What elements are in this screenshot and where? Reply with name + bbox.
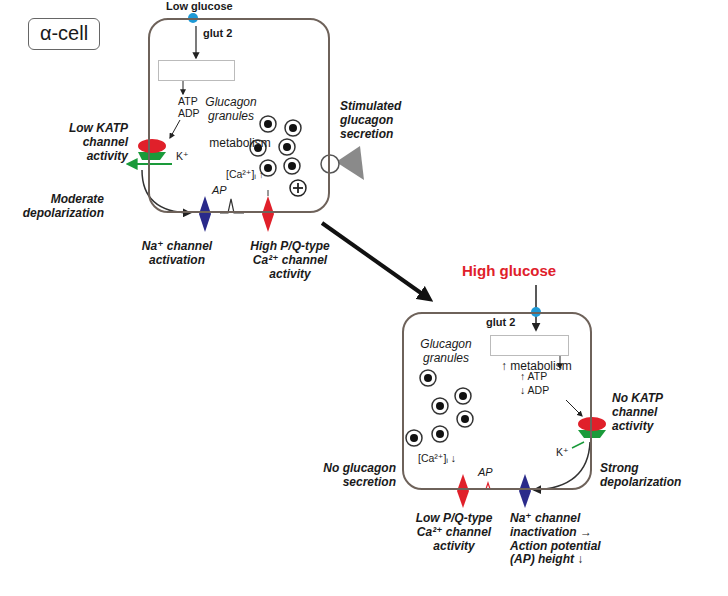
granules-label: Glucagon granules bbox=[200, 96, 262, 124]
metabolism-box: metabolism bbox=[158, 60, 235, 81]
stimulation-symbol bbox=[290, 180, 306, 196]
annotation-label: [Ca²⁺]ᵢ ↑ bbox=[226, 168, 286, 180]
annotation-label: No KATP channel activity bbox=[612, 392, 702, 433]
annotation-label: ↓ ADP bbox=[520, 384, 570, 396]
annotation-label: Low glucose bbox=[166, 0, 246, 13]
k-efflux-arrow bbox=[128, 163, 172, 165]
action-potential-trace bbox=[220, 199, 244, 213]
annotation-label: Low P/Q-type Ca²⁺ channel activity bbox=[404, 512, 504, 553]
annotation-label: No glucagon secretion bbox=[318, 462, 396, 490]
annotation-label: Moderate depolarization bbox=[4, 193, 104, 221]
glucose-entry-arrow bbox=[195, 26, 196, 58]
annotation-label: Na⁺ channel activation bbox=[136, 240, 218, 268]
katp-channel-closed bbox=[578, 417, 606, 438]
annotation-label: ADP bbox=[178, 107, 208, 119]
box-label: metabolism bbox=[209, 137, 271, 151]
annotation-label: glut 2 bbox=[203, 27, 253, 40]
annotation-label: ATP bbox=[178, 95, 208, 107]
glucagon-granules-bottom bbox=[406, 370, 473, 446]
granules-label: Glucagon granules bbox=[414, 338, 478, 366]
annotation-label: K⁺ bbox=[176, 150, 200, 162]
na-channel bbox=[519, 474, 531, 508]
box-label: α-cell bbox=[39, 22, 89, 45]
ca-influx-arrow bbox=[268, 190, 269, 196]
annotation-label: [Ca²⁺]ᵢ ↓ bbox=[418, 452, 478, 464]
atp-to-channel-arrow bbox=[566, 400, 582, 416]
transition-arrow bbox=[322, 223, 428, 298]
annotation-label: K⁺ bbox=[556, 446, 580, 458]
alpha-cell-outline: Glucagon granules metabolism bbox=[148, 18, 330, 213]
annotation-label: High glucose bbox=[462, 262, 592, 279]
katp-channel bbox=[138, 139, 166, 160]
adp-to-channel-arrow bbox=[170, 120, 180, 138]
k-blocked bbox=[572, 442, 584, 448]
annotation-label: Low KATP channel activity bbox=[40, 122, 128, 163]
annotation-label: AP bbox=[212, 184, 234, 197]
annotation-label: Strong depolarization bbox=[600, 462, 700, 490]
annotation-label: Stimulated glucagon secretion bbox=[340, 100, 420, 141]
metabolism-box: ↑ metabolism bbox=[490, 335, 569, 356]
pq-ca-channel bbox=[457, 474, 469, 508]
na-channel bbox=[199, 196, 211, 232]
annotation-label: glut 2 bbox=[486, 316, 531, 329]
pq-ca-channel bbox=[262, 196, 274, 232]
annotation-label: High P/Q-type Ca²⁺ channel activity bbox=[240, 240, 340, 281]
annotation-label: Na⁺ channel inactivation → Action potent… bbox=[510, 512, 622, 567]
annotation-label: AP bbox=[478, 466, 500, 479]
exocytosis bbox=[321, 146, 364, 180]
metabolism-arrow bbox=[183, 80, 184, 94]
cell-type-box: α-cell bbox=[28, 18, 100, 50]
annotation-label: ↑ ATP bbox=[520, 370, 570, 382]
depolarization-arrow bbox=[534, 442, 590, 490]
